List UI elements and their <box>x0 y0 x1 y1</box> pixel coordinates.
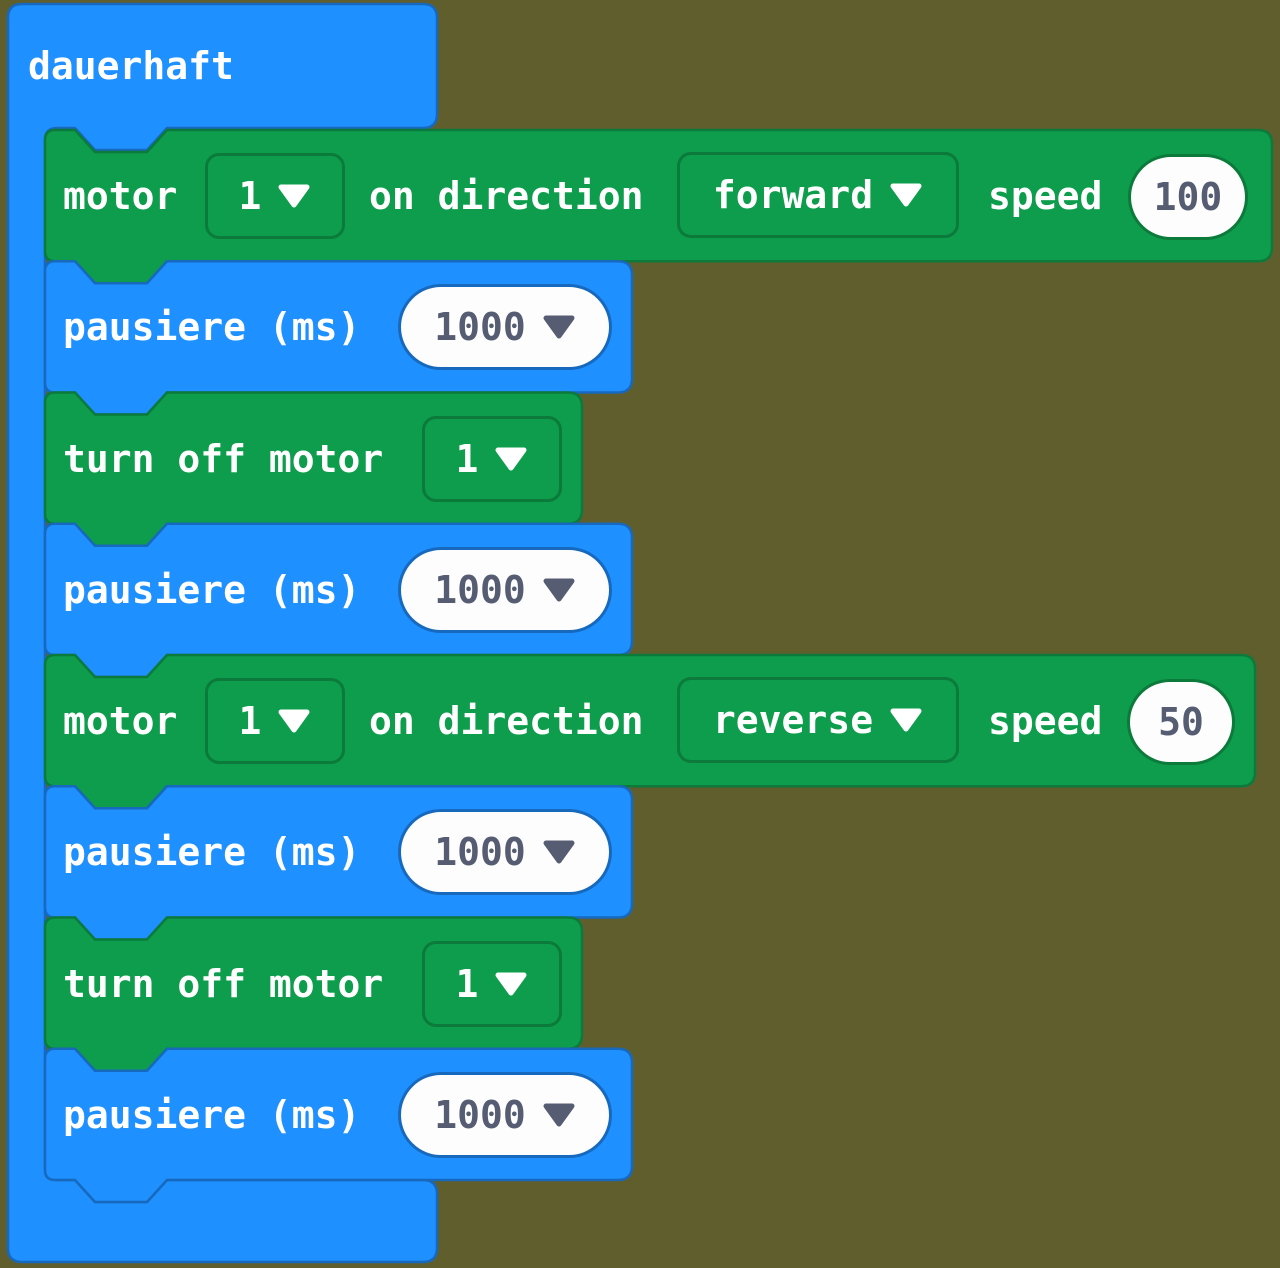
pause-duration-value: 1000 <box>434 830 526 874</box>
speed-value-field[interactable]: 100 <box>1128 154 1248 240</box>
speed-value-field[interactable]: 50 <box>1127 679 1235 765</box>
pause-label: pausiere (ms) <box>63 1093 361 1137</box>
pause-duration-value: 1000 <box>434 568 526 612</box>
pause-label: pausiere (ms) <box>63 305 361 349</box>
motor-number-dropdown[interactable]: 1 <box>422 941 562 1027</box>
dropdown-arrow-icon <box>495 972 527 996</box>
speed-value: 100 <box>1153 175 1223 219</box>
pause-duration-value: 1000 <box>434 305 526 349</box>
pause-duration-dropdown[interactable]: 1000 <box>398 809 612 895</box>
speed-label: speed <box>988 699 1103 743</box>
forever-block-label: dauerhaft <box>28 44 234 88</box>
motor-off-label: turn off motor <box>63 962 384 1006</box>
motor-on-label: motor <box>63 699 178 743</box>
direction-dropdown[interactable]: reverse <box>677 677 959 763</box>
motor-number-dropdown[interactable]: 1 <box>422 416 562 502</box>
motor-number-value: 1 <box>455 437 479 481</box>
pause-duration-value: 1000 <box>434 1093 526 1137</box>
motor-number-value: 1 <box>455 962 479 1006</box>
dropdown-arrow-icon <box>543 1103 575 1127</box>
dropdown-arrow-icon <box>890 708 922 732</box>
pause-label: pausiere (ms) <box>63 830 361 874</box>
direction-value: forward <box>712 173 874 217</box>
pause-label: pausiere (ms) <box>63 568 361 612</box>
dropdown-arrow-icon <box>890 183 922 207</box>
dropdown-arrow-icon <box>495 447 527 471</box>
pause-duration-dropdown[interactable]: 1000 <box>398 284 612 370</box>
speed-value: 50 <box>1158 700 1204 744</box>
motor-number-dropdown[interactable]: 1 <box>205 678 345 764</box>
pause-duration-dropdown[interactable]: 1000 <box>398 1072 612 1158</box>
dropdown-arrow-icon <box>543 840 575 864</box>
direction-label: on direction <box>369 699 644 743</box>
direction-value: reverse <box>712 698 874 742</box>
dropdown-arrow-icon <box>278 709 310 733</box>
speed-label: speed <box>988 174 1103 218</box>
direction-label: on direction <box>369 174 644 218</box>
motor-on-label: motor <box>63 174 178 218</box>
pause-duration-dropdown[interactable]: 1000 <box>398 547 612 633</box>
motor-number-value: 1 <box>238 174 262 218</box>
dropdown-arrow-icon <box>543 315 575 339</box>
motor-number-dropdown[interactable]: 1 <box>205 153 345 239</box>
dropdown-arrow-icon <box>278 184 310 208</box>
direction-dropdown[interactable]: forward <box>677 152 959 238</box>
motor-number-value: 1 <box>238 699 262 743</box>
motor-off-label: turn off motor <box>63 437 384 481</box>
dropdown-arrow-icon <box>543 578 575 602</box>
